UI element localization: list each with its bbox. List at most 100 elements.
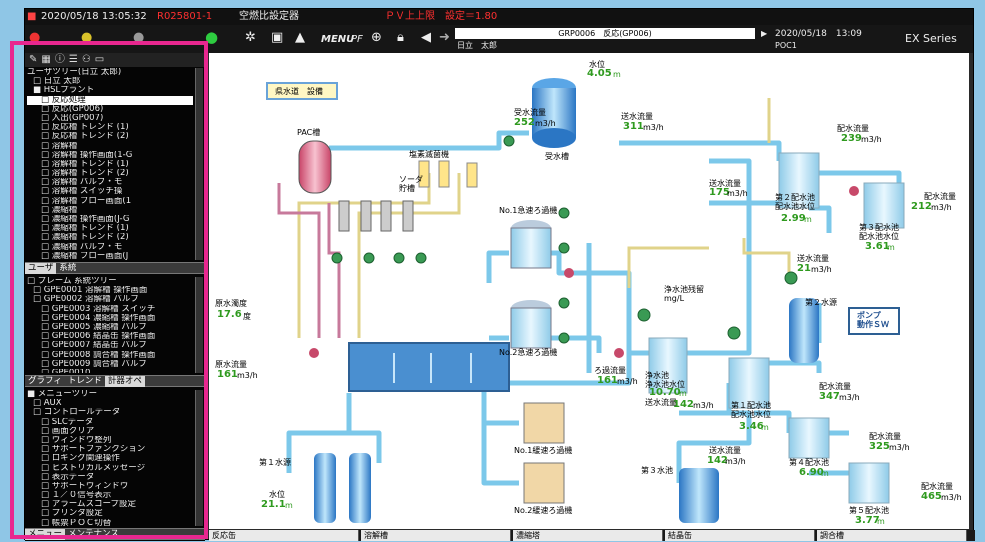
folder-icon[interactable]: ▭ [94,54,109,65]
tab-tabs3-1[interactable]: メンテナンス [68,529,119,539]
user-tree-scrollbar[interactable] [195,68,203,260]
menu-tree[interactable]: ■ メニューツリー□ AUX□ コントロールデータ□ SLCデータ□ 画面クリア… [27,390,193,526]
menu-tree-scrollbar[interactable] [195,390,203,526]
forward-icon[interactable]: ➜ [439,30,450,45]
tree-item[interactable]: □ GPE0003 溶解槽 スイッチ [41,304,156,314]
filter2-label: No.2急速ろ過機 [499,348,558,357]
gear-icon[interactable]: ✲ [245,30,256,45]
tree-item[interactable]: ■ メニューツリー [27,390,98,399]
tree-item[interactable]: □ GPE0006 結晶缶 操作画面 [41,332,156,342]
window-tab-2[interactable]: 濃縮塔 [513,530,663,541]
edit-icon[interactable]: ✎ [29,54,42,65]
tree-item[interactable]: □ 入出(GP007) [41,113,104,123]
tree-item[interactable]: □ 濃縮槽 [41,205,78,215]
tree-item[interactable]: □ 日立 太郎 [33,77,81,87]
tree-item[interactable]: □ 濃縮槽 トレンド (2) [41,233,129,243]
tree-item[interactable]: □ GPE0004 濃縮槽 操作画面 [41,313,156,323]
tree-item[interactable]: □ 濃縮槽 トレンド (1) [41,224,129,234]
binoculars-icon[interactable]: ⚇ [81,54,95,65]
tree-item[interactable]: □ 濃縮槽 フロー画面(J [41,251,129,260]
tab-tabs3-0[interactable]: メニュー [25,529,66,540]
tree-item[interactable]: □ AUX [33,399,62,409]
raw-turb-unit: 度 [243,312,251,321]
window-tab-3[interactable]: 結晶缶 [665,530,815,541]
tree-item[interactable]: □ ウィンドウ整列 [41,435,112,445]
window-tab-4[interactable]: 調合槽 [817,530,967,541]
tab-tabs1-1[interactable]: 系統 [59,263,77,273]
window-tab-1[interactable]: 溶解槽 [361,530,511,541]
tree-item[interactable]: □ 濃縮槽 操作画面(J-G [41,215,130,224]
tree-item[interactable]: □ 反応処理 [27,95,193,105]
tree-item[interactable]: □ GPE0001 溶解槽 操作画面 [33,286,148,296]
tree-item[interactable]: □ 濃縮槽 バルブ・モ [41,242,123,252]
back-icon[interactable]: ◀ [421,30,431,45]
intake-box[interactable] [266,82,338,100]
tree-item[interactable]: ユーザツリー(日立 太郎) [27,68,122,77]
tree-item[interactable]: □ 帳票ＰＯＣ切替 [41,518,112,526]
tree-item[interactable]: □ 溶解槽 フロー画面(1 [41,196,132,206]
tab-tabs2-2[interactable]: 計器オペ [104,376,145,387]
next-group-icon[interactable]: ▶ [761,29,768,38]
info-icon[interactable]: ⓘ [54,54,69,65]
alarm-lamp-yellow-icon[interactable]: ● [81,30,93,45]
tree-item[interactable]: □ GPE0002 溶解槽 バルブ [33,295,139,305]
tree-item[interactable]: □ １／０信号表示 [41,491,112,501]
tree-item[interactable]: □ GPE0007 結晶缶 バルブ [41,341,147,351]
print-icon[interactable]: ▲ [295,30,305,45]
group-selector[interactable]: GRP0006 反応(GP006) [455,28,755,39]
send4-value: 142 [707,455,728,466]
pumps [309,186,859,358]
system-tree[interactable]: □ プレーム 系統ツリー□ GPE0001 溶解槽 操作画面□ GPE0002 … [27,277,193,373]
grid-icon[interactable]: ▦ [41,54,55,65]
tree-item[interactable]: □ 溶解槽 トレンド (2) [41,169,129,179]
pf-button[interactable]: PF [351,34,363,45]
pump-switch[interactable] [848,307,900,335]
tree-item[interactable]: □ プレーム 系統ツリー [27,277,117,286]
dist5-label: 配水流量 [921,482,953,491]
tree-item[interactable]: ■ HSLプラント [33,86,95,96]
tree-item[interactable]: □ 溶解槽 トレンド (1) [41,159,129,169]
tree-item[interactable]: □ ロギング関連操作 [41,454,120,464]
inflow-label: 受水流量 [514,108,546,117]
menu-button[interactable]: MENU [321,34,355,45]
tree-item[interactable]: □ ヒストリカルメッセージ [41,463,146,473]
save-icon[interactable]: ▣ [271,30,284,45]
clear-send-unit: m3/h [693,401,714,410]
tree-item[interactable]: □ コントロールデータ [33,408,121,418]
tab-tabs2-0[interactable]: グラフィ [28,376,62,386]
tree-item[interactable]: □ GPE0008 調合槽 操作画面 [41,350,156,360]
filter1-label: No.1急速ろ過機 [499,206,558,215]
status-lamp-green-icon[interactable]: ● [205,28,219,46]
tree-item[interactable]: □ サポートファンクション [41,445,146,455]
tree-item[interactable]: □ サポートウィンドウ [41,481,129,491]
res4-label: 第４配水池 [789,458,829,467]
tree-item[interactable]: □ プリンタ設定 [41,509,103,519]
clean-residual-label: 浄水池残留 mg/L [664,285,704,303]
tree-item[interactable]: □ SLCデータ [41,417,94,427]
tree-item[interactable]: □ 溶解槽 バルブ・モ [41,178,123,188]
tree-item[interactable]: □ 反応(GP006) [41,104,104,114]
tab-tabs1-0[interactable]: ユーザ [25,263,57,274]
tree-item[interactable]: □ GPE0009 調合槽 バルブ [41,359,147,369]
alarm-lamp-gray-icon[interactable]: ● [133,30,145,45]
list-icon[interactable]: ☰ [68,54,82,65]
tree-item[interactable]: □ 画面クリア [41,426,95,436]
window-tab-0[interactable]: 反応缶 [209,530,359,541]
tree-item[interactable]: □ 溶解槽 スイッチ操 [41,187,123,197]
reservoir-1 [728,357,770,409]
system-tree-scrollbar[interactable] [195,277,203,373]
tree-item[interactable]: □ 反応槽 トレンド (2) [41,132,129,142]
alarm-lamp-red-icon[interactable]: ● [29,30,41,45]
tree-item[interactable]: □ 反応槽 トレンド (1) [41,123,129,133]
pump-switch-label[interactable]: ポンプ 動作ＳＷ [857,311,889,329]
tree-item[interactable]: □ 溶解槽 操作画面(1-G [41,150,133,160]
tree-item[interactable]: □ アラームスコープ設定 [41,500,136,510]
tree-item[interactable]: □ GPE0005 濃縮槽 バルブ [41,322,147,332]
tree-item[interactable]: □ GPE0010 [27,369,193,373]
tab-tabs2-1[interactable]: トレンド [67,376,102,386]
tree-item[interactable]: □ 表示データ [41,472,95,482]
tree-item[interactable]: □ 溶解槽 [41,141,78,151]
lock-icon[interactable]: 🔒︎ [397,30,404,45]
link-icon[interactable]: ⊕ [371,30,382,45]
user-tree[interactable]: ユーザツリー(日立 太郎)□ 日立 太郎■ HSLプラント□ 反応処理□ 反応(… [27,68,193,260]
